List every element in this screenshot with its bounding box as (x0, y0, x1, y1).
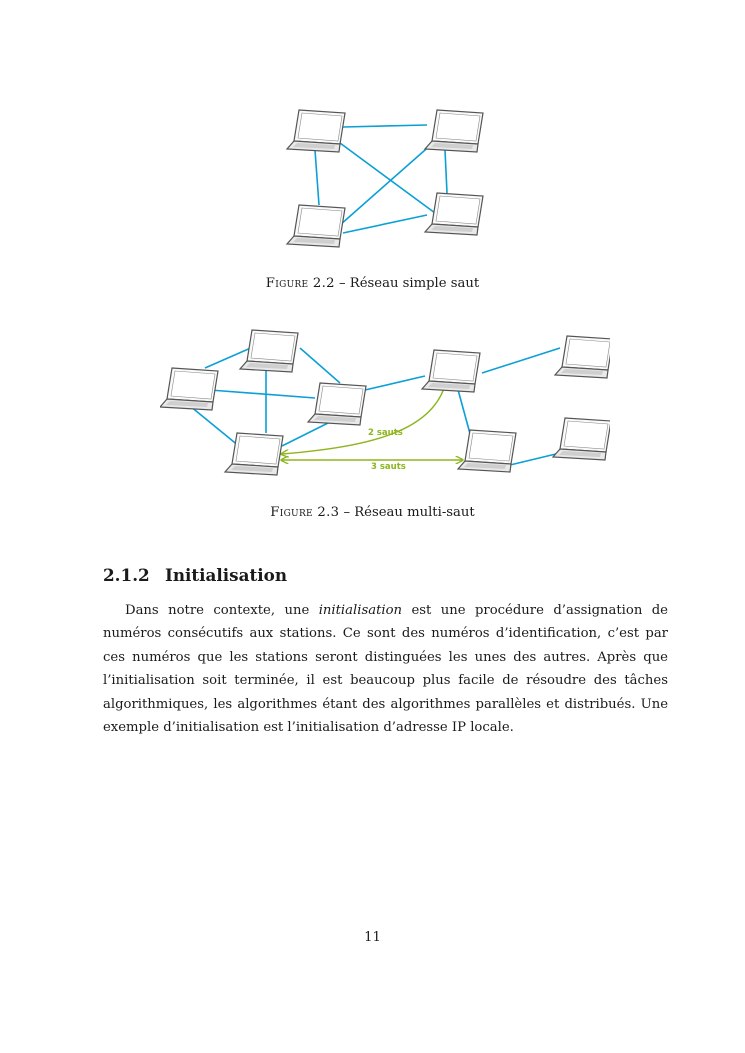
page-number: 11 (364, 930, 381, 945)
section-heading: 2.1.2 Initialisation (103, 565, 287, 585)
laptop-icon (307, 382, 367, 426)
link (339, 142, 436, 214)
laptop-icon (424, 192, 484, 236)
link (314, 149, 320, 206)
laptop-icon (286, 204, 346, 248)
hop-label-2: 2 sauts (368, 428, 403, 438)
laptop-icon (286, 109, 346, 153)
link (364, 375, 426, 391)
hop-path-2 (282, 373, 448, 454)
laptop-icon (239, 329, 299, 373)
section-title: Initialisation (165, 565, 288, 585)
link (342, 214, 428, 234)
figure-caption: Figure 2.2 – Réseau simple saut (0, 276, 745, 291)
laptop-icon (457, 429, 517, 473)
link (209, 389, 316, 399)
paragraph-text: Dans notre contexte, une (125, 603, 319, 618)
figure-caption-text: – Réseau multi-saut (339, 505, 475, 520)
body-paragraph: Dans notre contexte, une initialisation … (103, 599, 668, 739)
hop-label-3: 3 sauts (371, 462, 406, 472)
figure-caption: Figure 2.3 – Réseau multi-saut (0, 505, 745, 520)
emphasized-term: initialisation (318, 603, 403, 618)
link (481, 347, 561, 374)
link (342, 124, 428, 128)
link (444, 149, 448, 194)
section-number: 2.1.2 (103, 565, 150, 585)
laptop-icon (421, 349, 481, 393)
figure-label: Figure 2.2 (265, 276, 335, 291)
figure-caption-text: – Réseau simple saut (334, 276, 480, 291)
figure-single-hop (286, 109, 484, 248)
figure-multi-hop: 2 sauts 3 sauts (160, 329, 610, 476)
link (339, 142, 434, 226)
link (509, 452, 561, 466)
laptop-icon (554, 335, 610, 379)
paragraph-text: est une procédure d’assignation de numér… (103, 603, 668, 736)
laptop-icon (160, 367, 219, 411)
figure-label: Figure 2.3 (270, 505, 340, 520)
laptop-icon (424, 109, 484, 153)
laptop-icon (552, 417, 610, 461)
laptop-icon (224, 432, 284, 476)
link (299, 347, 341, 384)
